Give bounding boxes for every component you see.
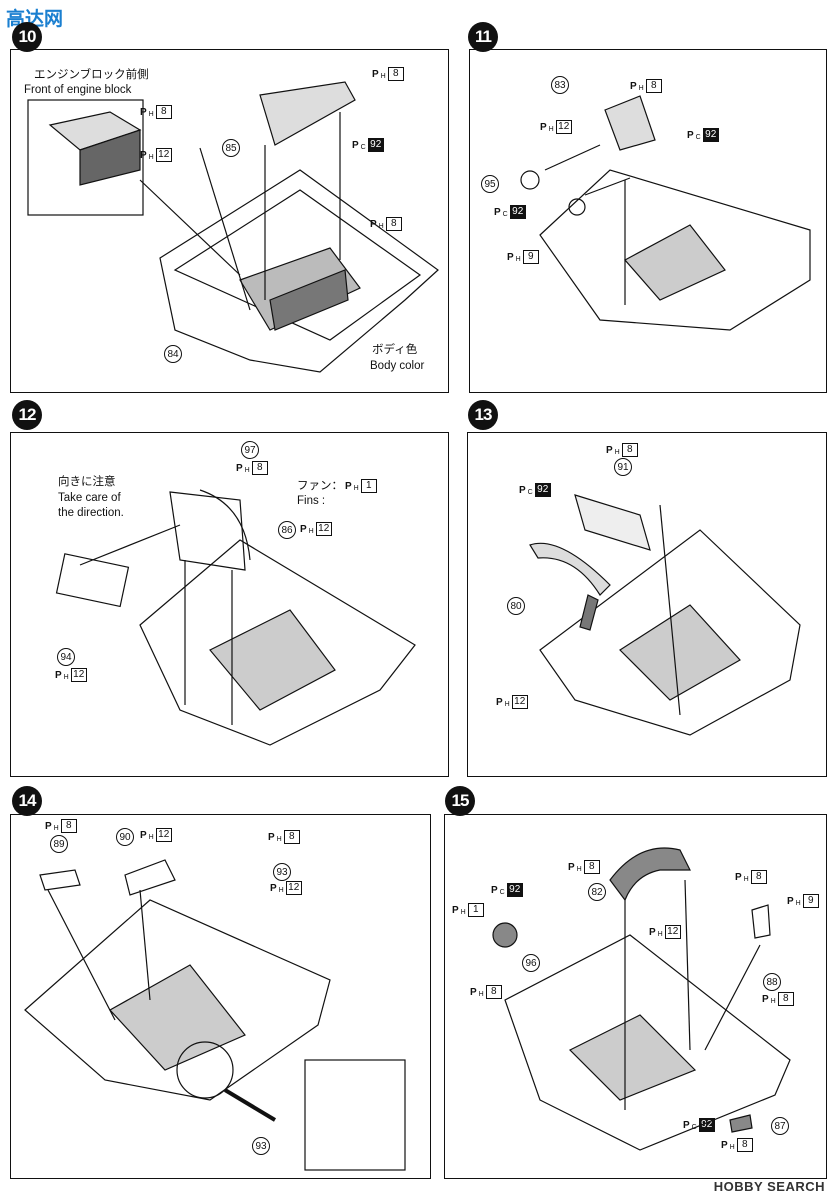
fan-label-en: Fins : [297, 495, 326, 507]
body-color-en: Body color [370, 360, 425, 372]
part-97: 97 [241, 441, 259, 459]
step-10-badge: 10 [12, 22, 42, 52]
step-15-engine-bay-drawing [492, 847, 791, 1151]
step-12-engine-bay-drawing [55, 489, 416, 746]
direction-note-en-1: Take care of [58, 492, 121, 504]
step-11-badge: 11 [468, 22, 498, 52]
step-14-badge: 14 [12, 786, 42, 816]
part-93-detail: 93 [252, 1137, 270, 1155]
step-13-badge: 13 [468, 400, 498, 430]
step-13-engine-bay-drawing [529, 494, 801, 736]
step-11-panel [469, 49, 827, 393]
part-87: 87 [771, 1117, 789, 1135]
part-90: 90 [116, 828, 134, 846]
step-14-engine-bay-drawing [24, 859, 406, 1171]
part-80: 80 [507, 597, 525, 615]
part-82: 82 [588, 883, 606, 901]
body-color-jp: ボディ色 [372, 344, 418, 356]
direction-note-jp: 向きに注意 [58, 476, 116, 488]
part-86: 86 [278, 521, 296, 539]
part-93: 93 [273, 863, 291, 881]
step-12-badge: 12 [12, 400, 42, 430]
part-95: 95 [481, 175, 499, 193]
part-84: 84 [164, 345, 182, 363]
step-10-panel [10, 49, 449, 393]
step-14-panel [10, 814, 431, 1179]
part-88: 88 [763, 973, 781, 991]
part-91: 91 [614, 458, 632, 476]
part-89: 89 [50, 835, 68, 853]
engine-front-callout-jp: エンジンブロック前側 [34, 69, 149, 81]
step-13-panel [467, 432, 827, 777]
fan-label-jp: ファン： [297, 480, 343, 492]
part-94: 94 [57, 648, 75, 666]
engine-front-callout-en: Front of engine block [24, 84, 132, 96]
step-15-badge: 15 [445, 786, 475, 816]
hobby-search-watermark: HOBBY SEARCH [713, 1179, 825, 1194]
step-10-engine-bay-drawing [27, 81, 439, 373]
part-96: 96 [522, 954, 540, 972]
part-85: 85 [222, 139, 240, 157]
part-83: 83 [551, 76, 569, 94]
step-11-engine-bay-drawing [520, 95, 811, 331]
direction-note-en-2: the direction. [58, 507, 124, 519]
